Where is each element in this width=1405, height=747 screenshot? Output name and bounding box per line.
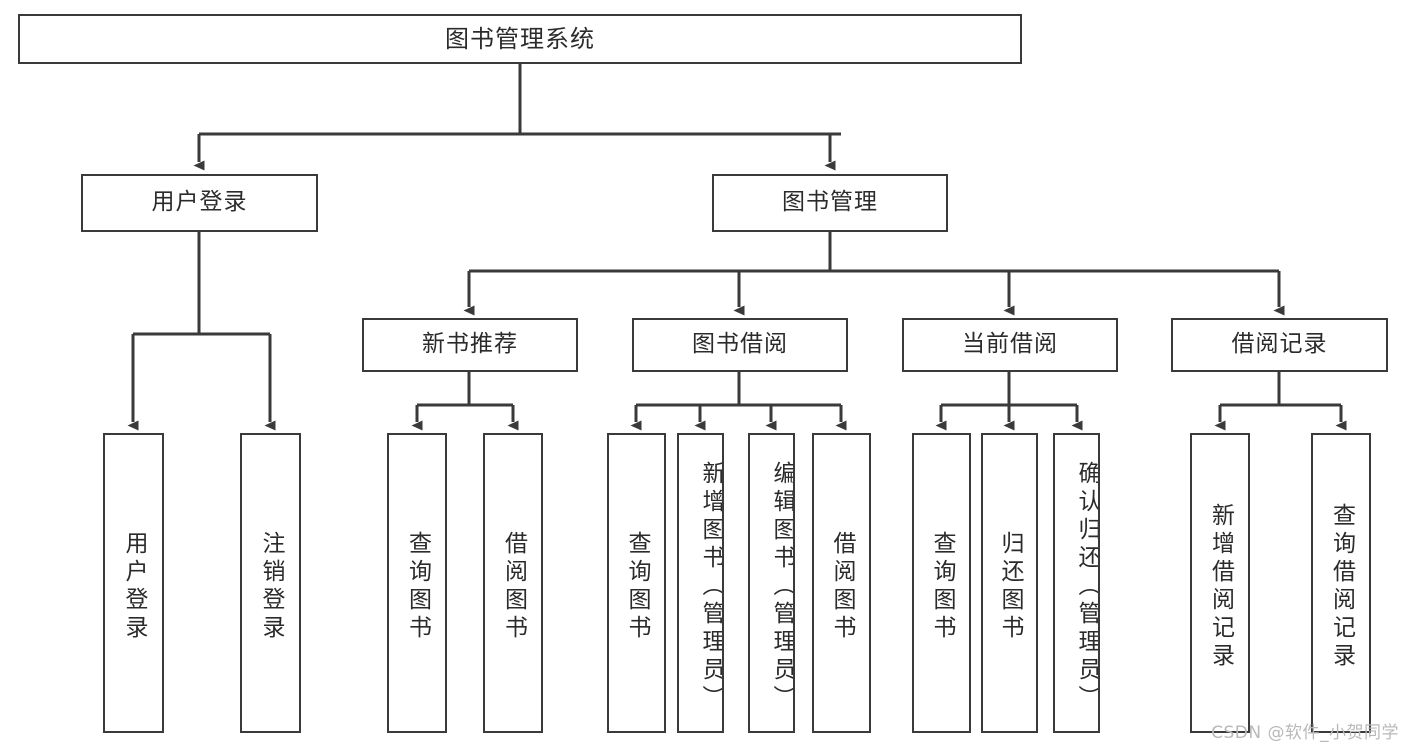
leaf-borrow-record-add[interactable]: 新增借阅记录 <box>1190 433 1250 733</box>
leaf-book-borrow-borrow[interactable]: 借阅图书 <box>812 433 871 733</box>
node-borrow-record[interactable]: 借阅记录 <box>1171 318 1388 372</box>
node-book-borrow[interactable]: 图书借阅 <box>632 318 848 372</box>
leaf-book-borrow-query[interactable]: 查询图书 <box>607 433 666 733</box>
node-user-login[interactable]: 用户登录 <box>81 174 318 232</box>
leaf-current-borrow-return[interactable]: 归还图书 <box>981 433 1038 733</box>
leaf-borrow-record-query[interactable]: 查询借阅记录 <box>1311 433 1371 733</box>
watermark-csdn: CSDN @软件_小贺同学 <box>1211 723 1399 743</box>
leaf-user-login-logout[interactable]: 注销登录 <box>240 433 301 733</box>
node-current-borrow[interactable]: 当前借阅 <box>902 318 1118 372</box>
leaf-user-login-login[interactable]: 用户登录 <box>103 433 164 733</box>
node-book-manage[interactable]: 图书管理 <box>712 174 948 232</box>
leaf-book-borrow-add[interactable]: 新增图书（管理员） <box>677 433 724 733</box>
leaf-book-borrow-edit[interactable]: 编辑图书（管理员） <box>748 433 795 733</box>
leaf-new-book-query[interactable]: 查询图书 <box>387 433 447 733</box>
leaf-current-borrow-query[interactable]: 查询图书 <box>912 433 971 733</box>
leaf-current-borrow-confirm[interactable]: 确认归还（管理员） <box>1053 433 1100 733</box>
leaf-new-book-borrow[interactable]: 借阅图书 <box>483 433 543 733</box>
node-new-book-recommend[interactable]: 新书推荐 <box>362 318 578 372</box>
node-root-system[interactable]: 图书管理系统 <box>18 14 1022 64</box>
